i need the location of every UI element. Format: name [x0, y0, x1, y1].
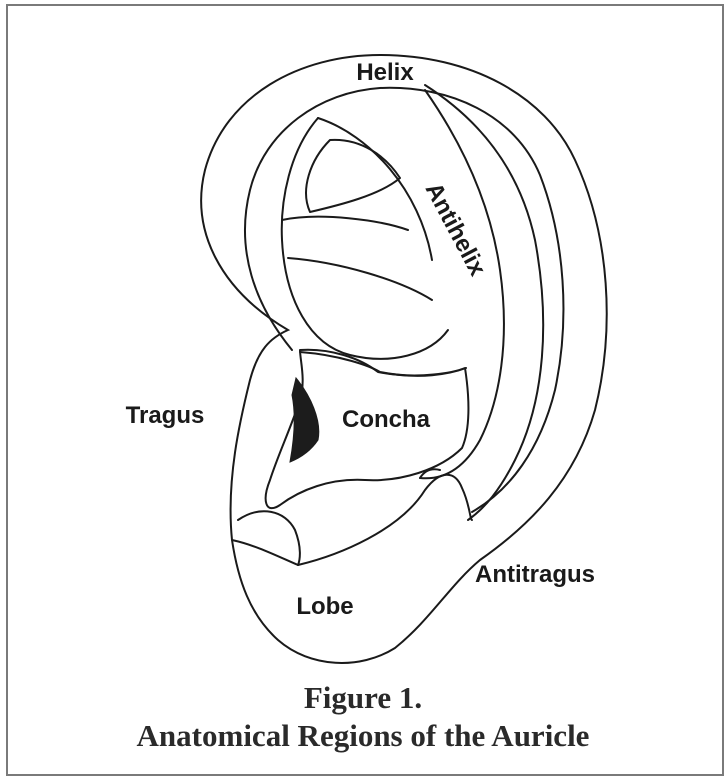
label-helix: Helix [356, 59, 414, 86]
label-tragus: Tragus [126, 402, 205, 429]
figure-title: Anatomical Regions of the Auricle [0, 718, 726, 754]
label-antitragus: Antitragus [475, 561, 595, 588]
label-concha: Concha [342, 406, 431, 433]
label-lobe: Lobe [296, 593, 353, 620]
figure-number: Figure 1. [0, 680, 726, 716]
